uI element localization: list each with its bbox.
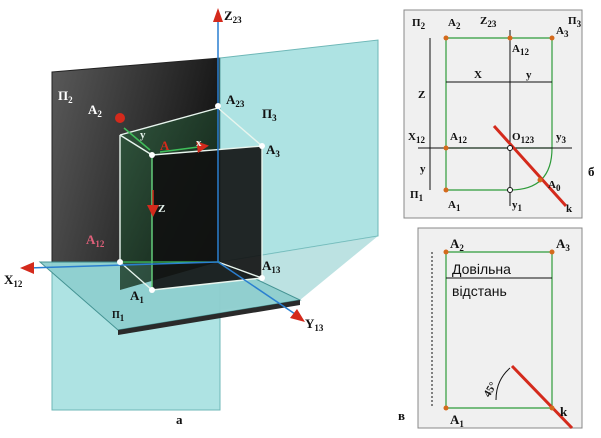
b-a1-dot: [443, 187, 449, 193]
b-p1: П1: [410, 189, 424, 203]
plane-p1-edge: [118, 300, 300, 335]
panel-b-lines: [445, 37, 553, 191]
caption-v: в: [398, 408, 405, 423]
point-a-dot: [149, 152, 155, 158]
point-a-label: A: [160, 138, 170, 153]
angle-arc: [495, 367, 511, 401]
v-note-1: Довільна: [452, 261, 511, 277]
box-inner: [152, 146, 262, 290]
line-k-v: [510, 364, 574, 430]
v-a3-dot: [549, 249, 555, 255]
point-a23-label: A23: [226, 92, 245, 109]
v-k-dot: [549, 405, 555, 411]
b-x12: X12: [408, 131, 425, 145]
v-a2: A2: [450, 236, 464, 253]
b-a0: A0: [548, 179, 561, 193]
point-a23-dot: [215, 103, 221, 109]
axis-z-label: Z23: [224, 8, 242, 25]
axis-x-arrow: [20, 262, 34, 274]
b-a12top-dot: [507, 35, 513, 41]
b-z23: Z23: [480, 15, 497, 29]
v-a1: A1: [450, 412, 464, 429]
caption-a: а: [176, 412, 183, 427]
b-a3: A3: [556, 25, 569, 39]
caption-b: б: [588, 164, 595, 179]
axis-x-label: X12: [4, 272, 23, 289]
v-a1-dot: [443, 405, 449, 411]
point-a2-label: A2: [88, 102, 102, 119]
point-a3-label: A3: [266, 142, 280, 159]
b-k: k: [566, 203, 573, 215]
b-o-dot: [507, 145, 513, 151]
seg-z-label: Z: [158, 203, 165, 215]
b-o123: O123: [512, 131, 535, 145]
point-a2-dot: [115, 113, 125, 123]
plane-p2-label: П2: [58, 88, 73, 105]
figure-v: A2 A3 Довільна відстань 45° A1 k в: [398, 227, 583, 430]
figure-b: П2 A2 Z23 A3 П3 A12 Z X y X12 A12 O123 y…: [403, 9, 595, 219]
figure-a: Z23 X12 Y13 П2 П3 П1 A2 A A23 A3 A12 A13…: [4, 8, 379, 427]
plane-p1-label: П1: [112, 310, 125, 323]
point-a1-label: A1: [130, 288, 144, 305]
b-p3: П3: [568, 15, 582, 29]
point-a1-dot: [149, 287, 155, 293]
arrow-x-small: [159, 141, 209, 154]
b-y-left: y: [420, 163, 426, 175]
v-note-2: відстань: [452, 283, 507, 299]
b-a3-dot: [549, 35, 555, 41]
seg-x-label: x: [196, 137, 202, 149]
axis-y-label: Y13: [305, 316, 324, 333]
axis-z-arrow: [213, 8, 223, 22]
b-p2: П2: [412, 17, 426, 31]
line-k-b: [492, 124, 568, 208]
b-a1: A1: [448, 199, 461, 213]
axis-y-arrow: [290, 309, 305, 322]
plane-p3-label: П3: [262, 106, 277, 123]
arrow-y-small: [123, 127, 151, 151]
axis-y: [217, 261, 299, 317]
v-a2-dot: [443, 249, 449, 255]
b-x: X: [474, 69, 482, 81]
v-k: k: [560, 404, 568, 419]
seg-y-label: y: [140, 129, 146, 141]
b-y1-dot: [507, 187, 513, 193]
b-a12-top: A12: [512, 43, 529, 57]
b-a12: A12: [450, 131, 467, 145]
b-a12-dot: [443, 145, 449, 151]
panel-v: [417, 227, 583, 429]
point-a12-label: A12: [86, 232, 105, 249]
b-y3: y3: [556, 131, 567, 145]
b-z: Z: [418, 89, 425, 101]
axis-x: [27, 261, 219, 269]
b-a0-dot: [537, 177, 543, 183]
b-y1: y1: [512, 199, 523, 213]
b-y: y: [526, 69, 532, 81]
point-a3-dot: [259, 143, 265, 149]
b-a2-dot: [443, 35, 449, 41]
point-a13-label: A13: [262, 258, 281, 275]
point-a12-dot: [117, 259, 123, 265]
v-a3: A3: [556, 236, 570, 253]
point-a13-dot: [259, 275, 265, 281]
b-a2: A2: [448, 17, 461, 31]
